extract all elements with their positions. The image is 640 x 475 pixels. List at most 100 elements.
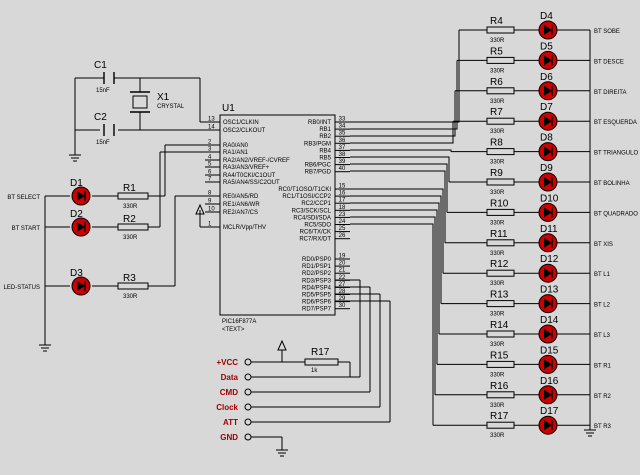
led-icon xyxy=(538,415,558,435)
ground-icon xyxy=(584,429,596,437)
pin-name: RA4/T0CKI/C1OUT xyxy=(223,173,276,179)
pullup-resistor: R17 1k xyxy=(304,347,339,374)
terminal-label: Data xyxy=(221,373,239,382)
led-ref: D8 xyxy=(540,133,553,144)
resistor-value: 330R xyxy=(490,160,505,166)
pin-name: RB2 xyxy=(319,134,331,140)
pin-name: RC7/RX/DT xyxy=(299,237,331,243)
ic-text: <TEXT> xyxy=(222,327,245,333)
led-label: BT QUADRADO xyxy=(594,211,638,217)
led-label: BT BOLINHA xyxy=(594,181,630,187)
led-label: BT SELECT xyxy=(7,195,40,201)
led-icon xyxy=(538,385,558,405)
led-label: BT DESCE xyxy=(594,59,624,65)
pin-number: 1 xyxy=(208,222,212,228)
pin-number: 30 xyxy=(339,303,346,309)
led-label: BT L3 xyxy=(594,333,611,339)
pin-name: RE2/AN7/CS xyxy=(223,210,258,216)
connector-terminal: Clock xyxy=(216,403,252,412)
wires xyxy=(44,30,591,450)
pin-number: 38 xyxy=(339,152,346,158)
led-ref: D2 xyxy=(70,209,83,220)
pin-name: RD4/PSP4 xyxy=(302,285,332,291)
led-ref: D9 xyxy=(540,163,553,174)
capacitor-value: 15nF xyxy=(96,140,110,146)
pin-name: RE1/AN6/WR xyxy=(223,202,260,208)
resistor-value: 330R xyxy=(490,68,505,74)
pin-number: 39 xyxy=(339,159,346,165)
pin-name: RB5 xyxy=(319,156,331,162)
led-ref: D10 xyxy=(540,193,559,204)
pin-number: 14 xyxy=(208,125,215,131)
pin-number: 15 xyxy=(339,184,346,190)
led-icon xyxy=(538,50,558,70)
pin-name: RE0/AN5/RD xyxy=(223,194,259,200)
resistor-value: 330R xyxy=(490,281,505,287)
resistor-value: 330R xyxy=(490,433,505,439)
resistor-value: 330R xyxy=(123,204,138,210)
led-icon xyxy=(538,111,558,131)
pin-name: RD5/PSP5 xyxy=(302,293,332,299)
terminal-label: ATT xyxy=(223,418,238,427)
pin-name: RC2/CCP1 xyxy=(301,201,331,207)
pin-name: RB6/PGC xyxy=(305,163,332,169)
pullup-ref: R17 xyxy=(311,347,330,358)
led-label: LED-STATUS xyxy=(4,285,40,291)
connector-terminal: ATT xyxy=(223,418,252,427)
pin-number: 27 xyxy=(339,282,346,288)
connector-terminal: GND xyxy=(220,433,252,442)
pin-name: RD3/PSP3 xyxy=(302,278,332,284)
pin-number: 20 xyxy=(339,261,346,267)
led-label: BT START xyxy=(12,226,41,232)
pin-name: RA2/AN2/VREF-/CVREF xyxy=(223,158,290,164)
led-ref: D12 xyxy=(540,254,559,265)
led-label: BT R1 xyxy=(594,363,612,369)
resistor-value: 330R xyxy=(123,235,138,241)
led-icon xyxy=(538,20,558,40)
led-icon xyxy=(538,324,558,344)
terminal-label: +VCC xyxy=(216,358,238,367)
pin-number: 35 xyxy=(339,131,346,137)
pin-number: 26 xyxy=(339,233,346,239)
led-ref: D13 xyxy=(540,285,559,296)
led-icon xyxy=(538,294,558,314)
pin-number: 25 xyxy=(339,226,346,232)
pin-number: 4 xyxy=(208,155,212,161)
resistor-ref: R5 xyxy=(490,46,503,57)
led-ref: D16 xyxy=(540,376,559,387)
pin-number: 17 xyxy=(339,198,346,204)
led-icon xyxy=(538,142,558,162)
pin-name: RC5/SDO xyxy=(304,223,331,229)
resistor-ref: R14 xyxy=(490,320,509,331)
pin-number: 21 xyxy=(339,268,346,274)
resistor-ref: R6 xyxy=(490,77,503,88)
capacitor-ref: C1 xyxy=(94,60,107,71)
pin-name: RA3/AN3/VREF+ xyxy=(223,165,270,171)
led-icon xyxy=(538,81,558,101)
